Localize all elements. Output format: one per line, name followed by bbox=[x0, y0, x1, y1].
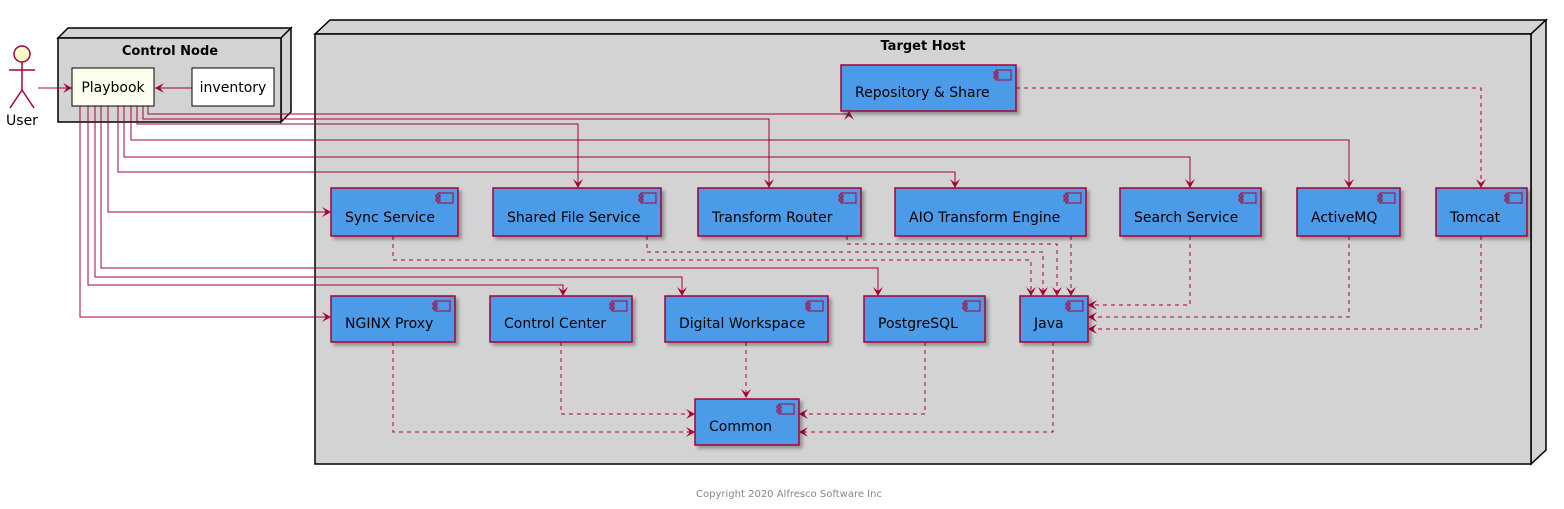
dependency-connectors bbox=[392, 87, 1486, 437]
component-label-aio: AIO Transform Engine bbox=[909, 210, 1060, 226]
component-java[interactable]: Java bbox=[1019, 295, 1089, 343]
user-actor bbox=[9, 45, 35, 109]
component-icon bbox=[838, 192, 857, 204]
component-icon bbox=[1238, 192, 1257, 204]
component-label-sfs: Shared File Service bbox=[507, 210, 640, 226]
edge-controlcenter-common bbox=[560, 342, 695, 419]
edge-playbook-activemq bbox=[130, 106, 1354, 188]
edge-playbook-controlcenter bbox=[87, 106, 568, 296]
component-icon bbox=[993, 69, 1012, 81]
component-icon bbox=[1504, 192, 1523, 204]
edge-search-java bbox=[1088, 236, 1191, 310]
edge-playbook-sfs bbox=[136, 106, 583, 188]
component-common[interactable]: Common bbox=[694, 398, 800, 446]
edge-playbook-workspace bbox=[94, 106, 687, 296]
component-label-common: Common bbox=[709, 419, 772, 435]
component-digital-workspace[interactable]: Digital Workspace bbox=[664, 295, 829, 343]
edge-java-common bbox=[799, 342, 1054, 437]
inventory-box[interactable]: inventory bbox=[191, 67, 275, 107]
edge-tomcat-java bbox=[1088, 236, 1482, 334]
component-label-tomcat: Tomcat bbox=[1449, 210, 1501, 226]
playbook-label: Playbook bbox=[81, 80, 145, 96]
connectors bbox=[38, 83, 1354, 322]
component-label-repository: Repository & Share bbox=[855, 85, 990, 101]
component-icon bbox=[1063, 192, 1082, 204]
component-repository[interactable]: Repository & Share bbox=[840, 64, 1017, 112]
edge-playbook-router bbox=[142, 106, 774, 188]
component-icon bbox=[805, 300, 824, 312]
component-label-search: Search Service bbox=[1134, 210, 1238, 226]
edge-playbook-postgres bbox=[100, 106, 883, 296]
edge-sync-java bbox=[392, 236, 1036, 296]
component-sync[interactable]: Sync Service bbox=[330, 187, 459, 237]
component-icon bbox=[638, 192, 657, 204]
component-aio[interactable]: AIO Transform Engine bbox=[894, 187, 1087, 237]
inventory-label: inventory bbox=[200, 80, 267, 96]
component-label-digital-workspace: Digital Workspace bbox=[679, 316, 805, 332]
component-icon bbox=[609, 300, 628, 312]
component-icon bbox=[432, 300, 451, 312]
component-label-router: Transform Router bbox=[711, 210, 833, 226]
component-icon bbox=[435, 192, 454, 204]
control-node-title: Control Node bbox=[122, 44, 218, 59]
edge-playbook-search bbox=[123, 106, 1195, 188]
edge-router-java bbox=[846, 236, 1062, 296]
component-label-control-center: Control Center bbox=[504, 316, 606, 332]
edge-playbook-sync bbox=[107, 106, 331, 217]
component-control-center[interactable]: Control Center bbox=[489, 295, 633, 343]
component-label-nginx: NGINX Proxy bbox=[345, 316, 433, 332]
component-label-java: Java bbox=[1033, 316, 1064, 332]
edge-activemq-java bbox=[1088, 236, 1350, 322]
edge-playbook-repository bbox=[147, 106, 854, 120]
edge-nginx-common bbox=[392, 342, 695, 437]
component-icon bbox=[1377, 192, 1396, 204]
component-label-postgres: PostgreSQL bbox=[878, 316, 958, 332]
component-router[interactable]: Transform Router bbox=[697, 187, 862, 237]
component-icon bbox=[962, 300, 981, 312]
component-activemq[interactable]: ActiveMQ bbox=[1296, 187, 1401, 237]
component-tomcat[interactable]: Tomcat bbox=[1435, 187, 1528, 237]
edge-playbook-aio bbox=[117, 106, 960, 188]
component-sfs[interactable]: Shared File Service bbox=[492, 187, 662, 237]
edge-postgres-common bbox=[799, 342, 926, 419]
target-host-title: Target Host bbox=[880, 39, 965, 54]
copyright-footer: Copyright 2020 Alfresco Software Inc bbox=[696, 489, 882, 500]
component-icon bbox=[1065, 300, 1084, 312]
component-label-sync: Sync Service bbox=[345, 210, 435, 226]
component-nginx[interactable]: NGINX Proxy bbox=[330, 295, 456, 343]
user-label: User bbox=[6, 113, 38, 129]
edge-playbook-nginx bbox=[79, 106, 331, 322]
playbook-box[interactable]: Playbook bbox=[71, 67, 155, 107]
component-search[interactable]: Search Service bbox=[1119, 187, 1262, 237]
component-label-activemq: ActiveMQ bbox=[1311, 210, 1377, 226]
edge-repository-tomcat bbox=[1016, 87, 1486, 188]
component-postgres[interactable]: PostgreSQL bbox=[863, 295, 986, 343]
edge-sfs-java bbox=[646, 236, 1048, 296]
component-icon bbox=[776, 403, 795, 415]
